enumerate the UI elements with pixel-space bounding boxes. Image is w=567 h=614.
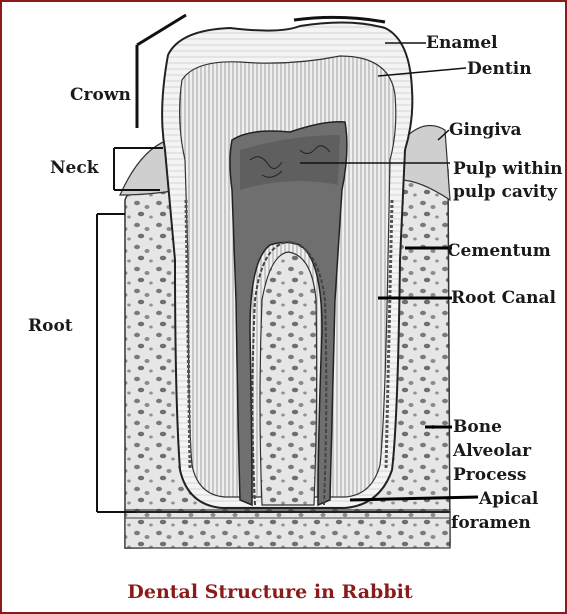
label-root: Root: [28, 316, 73, 336]
label-enamel: Enamel: [426, 33, 498, 53]
neck-bracket: [113, 147, 163, 191]
label-pulp-1: Pulp within: [453, 159, 563, 179]
root-bracket: [96, 213, 135, 513]
pulp-cavity: [229, 120, 348, 507]
label-crown: Crown: [70, 85, 131, 105]
figure-caption: Dental Structure in Rabbit: [127, 581, 412, 603]
label-bone-2: Alveolar: [452, 441, 532, 461]
label-apical-2: foramen: [451, 513, 531, 533]
label-cementum: Cementum: [447, 241, 551, 261]
label-apical-1: Apical: [478, 489, 539, 509]
label-gingiva: Gingiva: [449, 120, 522, 140]
label-bone-3: Process: [453, 465, 526, 485]
leader-lines-thick: [349, 246, 479, 502]
label-root-canal: Root Canal: [451, 288, 556, 308]
leader-lines: [300, 42, 467, 164]
label-neck: Neck: [50, 158, 100, 178]
label-bone-1: Bone: [453, 417, 502, 437]
jaw-bone-base: [124, 509, 451, 549]
interradicular-bone: [259, 251, 318, 506]
label-dentin: Dentin: [467, 59, 532, 79]
crown-bracket: [135, 13, 386, 128]
label-pulp-2: pulp cavity: [453, 182, 558, 202]
